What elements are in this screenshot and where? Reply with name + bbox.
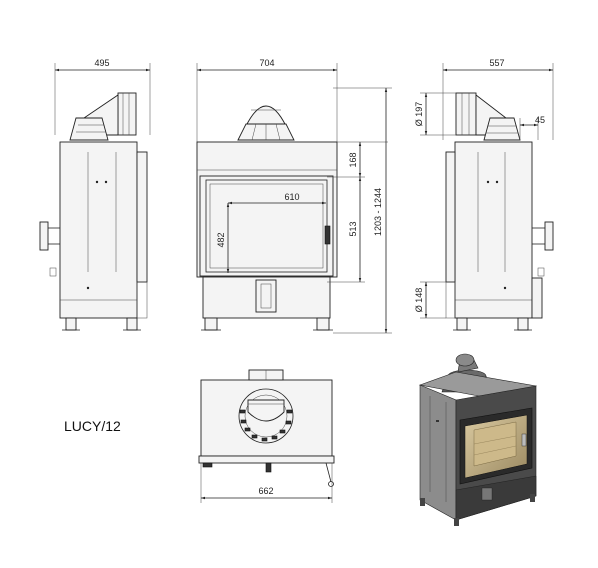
dim-front-width: 704 xyxy=(259,58,274,68)
dim-inlet-diameter: Ø 148 xyxy=(414,288,424,313)
flue-ribs xyxy=(239,409,293,442)
dim-total-height: 1203 - 1244 xyxy=(373,188,383,236)
dim-side-right-depth: 557 xyxy=(489,58,504,68)
left-side-view: 495 xyxy=(39,58,151,331)
dim-glass-height: 513 xyxy=(348,221,358,236)
front-view: 704 610 482 xyxy=(196,58,392,334)
right-side-view: 557 Ø 197 45 xyxy=(414,58,554,331)
dim-top-height: 168 xyxy=(348,152,358,167)
model-label: LUCY/12 xyxy=(64,418,121,434)
dim-side-left-depth: 495 xyxy=(94,58,109,68)
top-view: 662 xyxy=(198,369,335,503)
dim-flue-diameter: Ø 197 xyxy=(414,102,424,127)
stove-3d-render xyxy=(418,353,538,526)
dim-door-width: 610 xyxy=(284,192,299,202)
dim-flue-offset: 45 xyxy=(535,115,545,125)
dim-base-width: 662 xyxy=(258,486,273,496)
dim-door-height: 482 xyxy=(216,232,226,247)
